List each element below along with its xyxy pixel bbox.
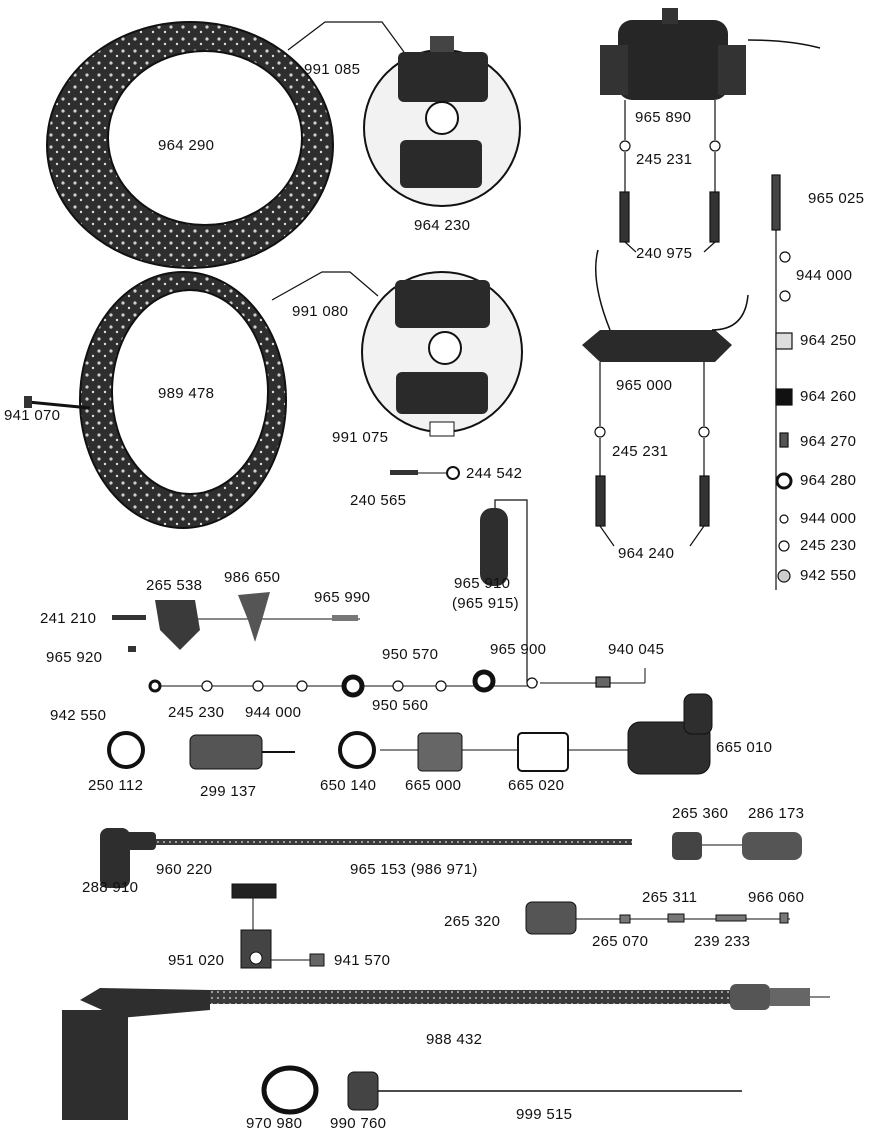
label-265070: 265 070: [592, 933, 649, 950]
label-966060: 966 060: [748, 889, 805, 906]
screw-240565-washer-244542: [390, 466, 460, 480]
right-column-parts: [771, 174, 793, 590]
label-665000: 665 000: [405, 777, 462, 794]
label-245230-row: 245 230: [168, 704, 225, 721]
label-265360: 265 360: [672, 805, 729, 822]
label-991085: 991 085: [304, 61, 361, 78]
label-960220: 960 220: [156, 861, 213, 878]
flywheel-964290: [46, 21, 334, 269]
label-941570: 941 570: [334, 952, 391, 969]
label-250112: 250 112: [88, 777, 144, 794]
label-265320: 265 320: [444, 913, 501, 930]
label-265538: 265 538: [146, 577, 203, 594]
label-964250: 964 250: [800, 332, 857, 349]
coil-965890: [600, 8, 821, 100]
label-286173: 286 173: [748, 805, 805, 822]
label-944000-upper: 944 000: [796, 267, 853, 284]
label-964230: 964 230: [414, 217, 471, 234]
label-965025: 965 025: [808, 190, 865, 207]
label-965890: 965 890: [635, 109, 692, 126]
label-964280: 964 280: [800, 472, 857, 489]
screw-941070: [24, 396, 91, 410]
stator-plate-991075: [361, 271, 523, 437]
label-964290: 964 290: [158, 137, 215, 154]
caps-row: [107, 693, 713, 775]
flywheel-989478: [79, 271, 287, 529]
label-999515: 999 515: [516, 1106, 573, 1123]
label-951020: 951 020: [168, 952, 225, 969]
coil2-screws-group: [594, 362, 710, 547]
label-970980: 970 980: [246, 1115, 303, 1132]
label-942550-right: 942 550: [800, 567, 857, 584]
label-944000-right: 944 000: [800, 510, 857, 527]
label-244542: 244 542: [466, 465, 523, 482]
clamp-960220-951020: [231, 883, 325, 969]
label-665010: 665 010: [716, 739, 773, 756]
coil-screws-group: [619, 100, 721, 253]
label-965990: 965 990: [314, 589, 371, 606]
parts-970980-990760-999515: [261, 1065, 742, 1115]
ignition-lead-988432: [62, 984, 830, 1120]
label-964270: 964 270: [800, 433, 857, 450]
label-245231-lower: 245 231: [612, 443, 669, 460]
leader-991085: [287, 21, 405, 53]
label-941070: 941 070: [4, 407, 61, 424]
label-991080: 991 080: [292, 303, 349, 320]
label-965910: 965 910: [454, 575, 511, 592]
label-299137: 299 137: [200, 783, 257, 800]
label-986650: 986 650: [224, 569, 281, 586]
label-241210: 241 210: [40, 610, 97, 627]
stator-plate-964230: [363, 36, 521, 207]
label-245230-right: 245 230: [800, 537, 857, 554]
washers-row: [148, 668, 646, 698]
label-650140: 650 140: [320, 777, 377, 794]
label-942550-row: 942 550: [50, 707, 107, 724]
label-965920: 965 920: [46, 649, 103, 666]
label-665020: 665 020: [508, 777, 565, 794]
label-245231-upper: 245 231: [636, 151, 693, 168]
ignition-lead-965153: [100, 828, 802, 888]
label-240975: 240 975: [636, 245, 693, 262]
label-964240: 964 240: [618, 545, 675, 562]
label-989478: 989 478: [158, 385, 215, 402]
label-265311: 265 311: [642, 889, 698, 906]
label-240565: 240 565: [350, 492, 407, 509]
label-940045: 940 045: [608, 641, 665, 658]
label-965915: (965 915): [452, 595, 519, 612]
label-965153: 965 153 (986 971): [350, 861, 478, 878]
label-950560: 950 560: [372, 697, 429, 714]
label-965000: 965 000: [616, 377, 673, 394]
label-239233: 239 233: [694, 933, 751, 950]
label-991075: 991 075: [332, 429, 389, 446]
label-988432: 988 432: [426, 1031, 483, 1048]
coil-965000: [582, 249, 749, 362]
leader-991080: [271, 271, 379, 301]
label-944000-row: 944 000: [245, 704, 302, 721]
label-965900: 965 900: [490, 641, 547, 658]
label-964260: 964 260: [800, 388, 857, 405]
label-990760: 990 760: [330, 1115, 387, 1132]
terminal-parts-row: [525, 901, 790, 935]
label-288910: 288 910: [82, 879, 139, 896]
breaker-points-assembly: [112, 592, 360, 652]
label-950570: 950 570: [382, 646, 439, 663]
